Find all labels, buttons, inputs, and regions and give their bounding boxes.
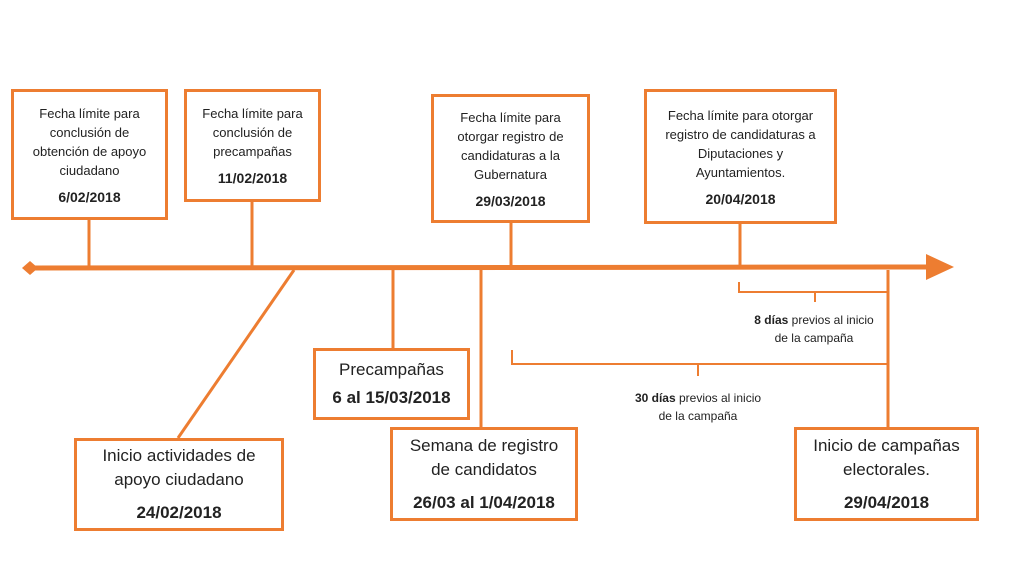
event-text: Precampañas <box>339 360 444 379</box>
event-text: Fecha límite para otorgar registro de ca… <box>457 109 564 182</box>
event-box-inicio-apoyo-ciudadano: Inicio actividades de apoyo ciudadano 24… <box>74 438 284 531</box>
event-text: Fecha límite para otorgar registro de ca… <box>665 107 816 180</box>
event-date: 6 al 15/03/2018 <box>332 388 451 407</box>
event-text: Semana de registro de candidatos <box>409 435 559 479</box>
timeline-axis <box>31 264 931 271</box>
event-date: 29/03/2018 <box>475 192 546 209</box>
event-date: 26/03 al 1/04/2018 <box>413 492 555 512</box>
event-box-inicio-campanas: Inicio de campañas electorales. 29/04/20… <box>794 427 979 521</box>
event-box-registro-diputaciones: Fecha límite para otorgar registro de ca… <box>644 89 837 224</box>
event-box-precampanas: Precampañas 6 al 15/03/2018 <box>313 348 470 420</box>
timeline-start-diamond <box>22 261 38 275</box>
event-date: 29/04/2018 <box>843 492 930 512</box>
event-text: Inicio de campañas electorales. <box>813 435 960 479</box>
annotation-rest: previos al inicio <box>788 313 874 327</box>
event-date: 24/02/2018 <box>136 503 222 522</box>
bracket-8-dias <box>738 282 889 302</box>
annotation-bold: 30 días <box>634 391 676 405</box>
event-box-semana-registro: Semana de registro de candidatos 26/03 a… <box>390 427 578 521</box>
event-text: Fecha límite para conclusión de precampa… <box>202 106 303 159</box>
annotation-30-dias: 30 días previos al inicio de la campaña <box>608 389 788 425</box>
annotation-line2: de la campaña <box>658 409 738 423</box>
annotation-rest: previos al inicio <box>675 391 762 405</box>
annotation-8-dias: 8 días previos al inicio de la campaña <box>724 311 904 347</box>
event-date: 6/02/2018 <box>58 188 121 205</box>
event-box-precampanas-limite: Fecha límite para conclusión de precampa… <box>184 89 321 202</box>
event-box-registro-gubernatura: Fecha límite para otorgar registro de ca… <box>431 94 590 223</box>
event-box-apoyo-ciudadano-limite: Fecha límite para conclusión de obtenció… <box>11 89 168 220</box>
event-text: Inicio actividades de apoyo ciudadano <box>102 446 256 489</box>
annotation-line2: de la campaña <box>774 331 854 345</box>
event-date: 20/04/2018 <box>705 190 776 207</box>
event-text: Fecha límite para conclusión de obtenció… <box>32 105 147 178</box>
event-date: 11/02/2018 <box>217 170 288 186</box>
connector-bottom-1 <box>176 269 296 439</box>
bracket-30-dias <box>511 350 888 376</box>
annotation-bold: 8 días <box>754 313 789 327</box>
timeline-arrow-head <box>926 254 954 280</box>
